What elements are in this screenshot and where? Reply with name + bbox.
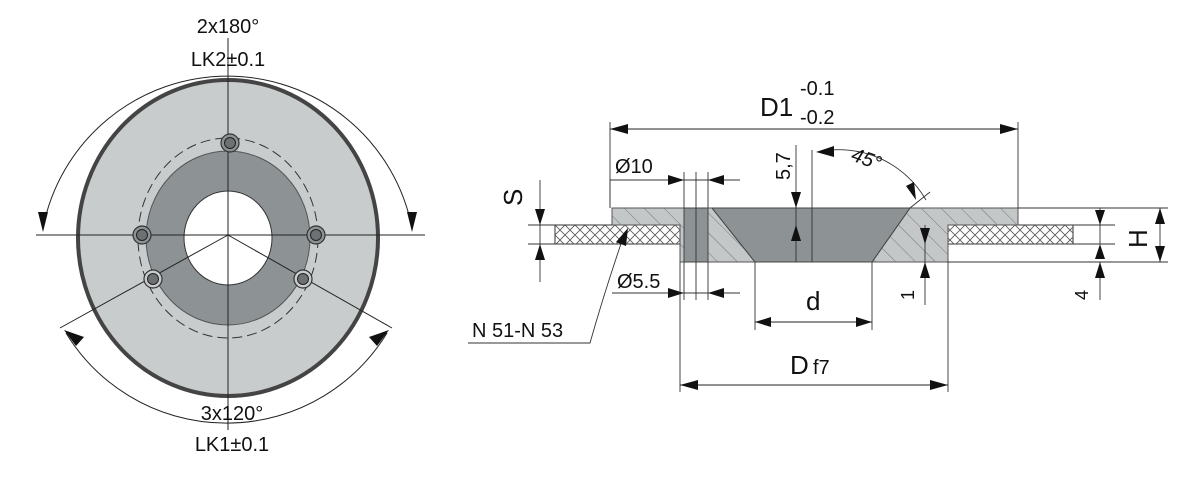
s-label: S bbox=[498, 189, 528, 206]
upper-angle-arc bbox=[42, 75, 413, 229]
dim1-arrow-top bbox=[920, 228, 930, 244]
bottom-angle-label: 3x120° bbox=[201, 403, 264, 425]
top-angle-label: 2x180° bbox=[197, 16, 260, 38]
angle-ext-line bbox=[909, 191, 931, 209]
dim57-arrow-top bbox=[791, 192, 801, 208]
top-pcd-label: LK2±0.1 bbox=[191, 49, 265, 71]
s-arrow-top bbox=[535, 209, 545, 225]
dia10-arrow-left bbox=[668, 175, 684, 185]
section-view: D1 -0.1 -0.2 Ø10 5,7 45° S H bbox=[468, 78, 1168, 392]
dia10-arrow-right bbox=[708, 175, 724, 185]
df7-arrow-right bbox=[930, 380, 948, 390]
note-label: N 51-N 53 bbox=[472, 320, 563, 342]
h-arrow-bottom bbox=[1155, 246, 1165, 262]
d1-arrow-right bbox=[1000, 124, 1018, 134]
angle-arrow-right bbox=[906, 182, 916, 200]
df7-arrow-left bbox=[680, 380, 698, 390]
d1-label: D1 bbox=[760, 92, 793, 122]
upper-arc-arrow-left bbox=[38, 212, 48, 232]
h-inner-arrow-bottom bbox=[1095, 244, 1105, 259]
flange-section-hatch bbox=[612, 208, 1018, 262]
dim1-arrow-bottom bbox=[920, 262, 930, 278]
h-arrow-top bbox=[1155, 208, 1165, 224]
front-view: 2x180° LK2±0.1 3x120° LK1±0.1 bbox=[36, 16, 425, 456]
d1-arrow-left bbox=[610, 124, 628, 134]
dia55-arrow-right bbox=[708, 288, 724, 298]
dia55-label: Ø5.5 bbox=[617, 271, 660, 293]
df7-label: D bbox=[790, 350, 809, 380]
angle-label: 45° bbox=[848, 144, 884, 175]
d-label: d bbox=[806, 286, 820, 316]
dia55-arrow-left bbox=[668, 288, 684, 298]
d1-tol-lower: -0.2 bbox=[800, 107, 834, 129]
note-leader-arrow bbox=[616, 228, 628, 246]
bolt-hole-lower-right bbox=[293, 269, 313, 289]
d-arrow-right bbox=[856, 317, 872, 327]
dim4-arrow bbox=[1095, 262, 1105, 278]
bottom-pcd-label: LK1±0.1 bbox=[195, 434, 269, 456]
note-leader bbox=[468, 231, 626, 344]
right-gasket-hatch bbox=[948, 225, 1073, 244]
dim4-label: 4 bbox=[1072, 290, 1092, 300]
dia10-label: Ø10 bbox=[615, 156, 653, 178]
lower-arc-arrow-left bbox=[64, 330, 84, 346]
bolt-hole-left bbox=[132, 225, 152, 245]
h-inner-arrow-top bbox=[1095, 210, 1105, 225]
lower-arc-arrow-right bbox=[369, 330, 389, 346]
s-arrow-bottom bbox=[535, 244, 545, 260]
upper-arc-arrow-right bbox=[407, 212, 417, 232]
bolt-hole-top bbox=[220, 133, 240, 153]
dim57-arrow-bottom bbox=[791, 225, 801, 241]
d-arrow-left bbox=[755, 317, 771, 327]
dim57-label: 5,7 bbox=[773, 152, 795, 180]
dim1-label: 1 bbox=[898, 290, 918, 300]
lower-angle-arc bbox=[65, 332, 388, 424]
left-gasket-hatch bbox=[555, 225, 680, 244]
d1-tol-upper: -0.1 bbox=[800, 78, 834, 100]
bolt-hole-lower-left bbox=[143, 269, 163, 289]
h-label: H bbox=[1123, 229, 1153, 248]
bolt-hole-right bbox=[306, 225, 326, 245]
df7-tol-label: f7 bbox=[813, 357, 830, 379]
angle-arrow-left bbox=[816, 146, 834, 157]
